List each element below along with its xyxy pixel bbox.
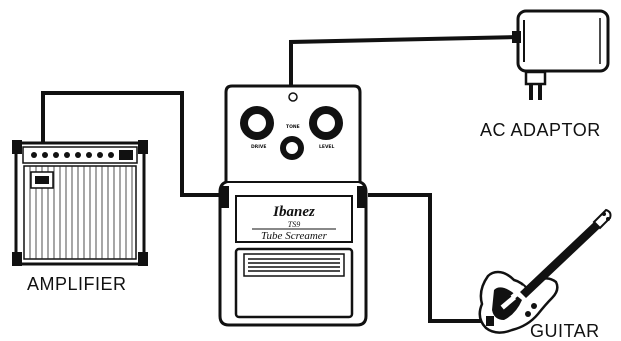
drive-label: DRIVE <box>251 144 266 150</box>
guitar-label: GUITAR <box>530 321 600 341</box>
cable-adaptor-to-pedal <box>289 35 520 86</box>
cable-guitar-to-pedal <box>368 193 490 323</box>
pedal-model: TS9 <box>288 220 300 229</box>
footswitch <box>243 253 345 277</box>
ac-adaptor-icon <box>512 9 610 100</box>
pedal-name: Tube Screamer <box>261 230 328 242</box>
ac-adaptor-label: AC ADAPTOR <box>480 120 601 140</box>
tone-knob <box>280 136 304 160</box>
level-label: LEVEL <box>319 144 334 150</box>
effect-pedal-icon: DRIVE TONE LEVEL Ibanez TS9 Tube Screame… <box>218 84 368 327</box>
cables <box>41 35 520 323</box>
tone-label: TONE <box>286 124 300 130</box>
guitar-icon <box>478 208 612 334</box>
cable-amp-to-pedal <box>41 91 220 197</box>
drive-knob <box>240 106 274 140</box>
amplifier-icon <box>12 140 148 266</box>
level-knob <box>309 106 343 140</box>
pedal-brand: Ibanez <box>272 204 315 220</box>
amplifier-label: AMPLIFIER <box>27 274 127 294</box>
